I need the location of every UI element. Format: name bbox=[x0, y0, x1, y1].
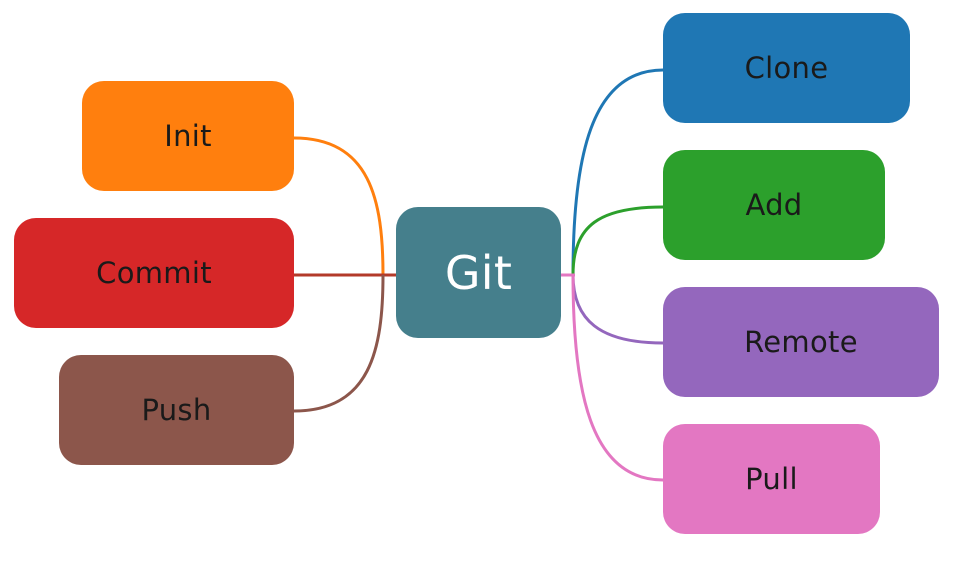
node-clone[interactable]: Clone bbox=[663, 13, 910, 123]
node-commit[interactable]: Commit bbox=[14, 218, 294, 328]
link-remote bbox=[571, 274, 664, 345]
node-push[interactable]: Push bbox=[59, 355, 294, 465]
node-add[interactable]: Add bbox=[663, 150, 885, 260]
node-remote[interactable]: Remote bbox=[663, 287, 939, 397]
node-push-label: Push bbox=[141, 393, 212, 427]
node-init-label: Init bbox=[164, 119, 212, 153]
link-clone bbox=[571, 68, 664, 276]
link-init bbox=[293, 136, 385, 276]
link-push bbox=[293, 274, 385, 413]
link-pull bbox=[571, 274, 664, 482]
node-root-label: Git bbox=[444, 245, 513, 300]
node-init[interactable]: Init bbox=[82, 81, 294, 191]
link-add bbox=[571, 205, 664, 276]
node-pull-label: Pull bbox=[745, 462, 798, 496]
node-clone-label: Clone bbox=[744, 51, 829, 85]
node-add-label: Add bbox=[745, 188, 803, 222]
node-root-git[interactable]: Git bbox=[396, 207, 561, 338]
node-commit-label: Commit bbox=[96, 256, 212, 290]
node-pull[interactable]: Pull bbox=[663, 424, 880, 534]
node-remote-label: Remote bbox=[744, 325, 858, 359]
